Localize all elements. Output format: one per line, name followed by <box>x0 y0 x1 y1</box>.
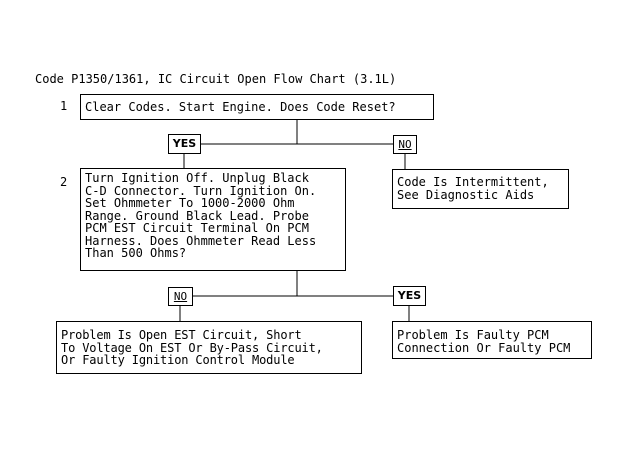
step1-yes-text: YES <box>172 137 197 150</box>
step-2-box: Turn Ignition Off. Unplug Black C-D Conn… <box>80 168 346 271</box>
step2-yes-text: YES <box>397 289 422 302</box>
outcome-open-est-box: Problem Is Open EST Circuit, Short To Vo… <box>56 321 362 374</box>
outcome-intermittent-box: Code Is Intermittent, See Diagnostic Aid… <box>392 169 569 209</box>
step-1-box: Clear Codes. Start Engine. Does Code Res… <box>80 94 434 120</box>
step-number-1: 1 <box>60 99 68 113</box>
step2-no-label: NO <box>168 287 193 306</box>
outcome-faulty-pcm-box: Problem Is Faulty PCM Connection Or Faul… <box>392 321 592 359</box>
step2-no-text: NO <box>173 290 188 303</box>
chart-title: Code P1350/1361, IC Circuit Open Flow Ch… <box>35 72 397 86</box>
step1-no-text: NO <box>398 138 412 151</box>
step-number-2: 2 <box>60 175 68 189</box>
step2-yes-label: YES <box>393 286 426 306</box>
step1-yes-label: YES <box>168 134 201 154</box>
step1-no-label: NO <box>393 135 417 154</box>
